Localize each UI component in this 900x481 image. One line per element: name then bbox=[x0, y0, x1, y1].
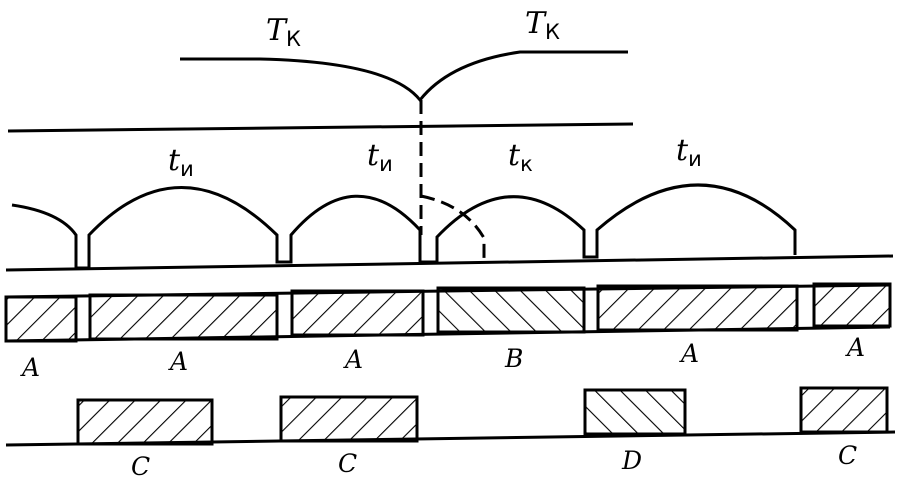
block-a-1 bbox=[4, 295, 78, 343]
bottom-label-3: D bbox=[621, 446, 642, 475]
top-cycle-curve bbox=[180, 50, 628, 103]
block-d-1 bbox=[583, 388, 687, 436]
block-c-1 bbox=[76, 398, 214, 446]
bottom-label-2: C bbox=[338, 449, 357, 478]
block-a-2 bbox=[88, 293, 279, 341]
block-label-3: A bbox=[343, 345, 363, 374]
arc-label-2: tи bbox=[367, 138, 393, 176]
arc-baseline bbox=[5, 254, 894, 272]
block-a-4 bbox=[596, 284, 799, 332]
top-label-right: TК bbox=[525, 6, 560, 44]
arc-curve bbox=[11, 183, 797, 270]
block-label-1: A bbox=[20, 353, 40, 382]
block-label-5: A bbox=[679, 339, 699, 368]
arc-label-4: tи bbox=[676, 133, 702, 171]
block-a-3 bbox=[290, 289, 425, 337]
block-label-2: A bbox=[168, 347, 188, 376]
block-label-6: A bbox=[845, 333, 865, 362]
block-b-1 bbox=[436, 286, 586, 334]
block-label-4: B bbox=[504, 344, 523, 373]
arc-group: tи tи tк tи bbox=[5, 133, 894, 272]
top-cycle-group: TК TК bbox=[7, 6, 634, 133]
top-baseline bbox=[7, 122, 634, 133]
block-c-2 bbox=[279, 395, 419, 443]
bottom-label-1: C bbox=[131, 452, 150, 481]
bottom-label-4: C bbox=[838, 441, 857, 470]
block-row: A A A B A A bbox=[4, 282, 892, 382]
arc-label-1: tи bbox=[168, 143, 194, 181]
arc-label-3: tк bbox=[508, 138, 533, 176]
block-c-3 bbox=[799, 386, 889, 434]
top-label-left: TК bbox=[266, 13, 301, 51]
bottom-row: C C D C bbox=[5, 386, 896, 481]
block-a-5 bbox=[812, 282, 892, 328]
